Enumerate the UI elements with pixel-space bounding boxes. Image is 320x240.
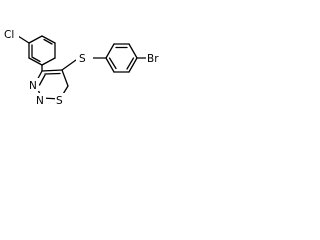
atom-sulfur-ring: S <box>55 93 66 107</box>
bond-c-s-thioether <box>61 59 77 71</box>
atom-chlorine: Cl <box>3 27 19 41</box>
atom-nitrogen-2: N <box>35 93 46 107</box>
atom-nitrogen-1: N <box>28 78 39 92</box>
sulfur-ring-label: S <box>56 95 63 107</box>
molecule-structure: Cl S Br N N S <box>3 27 164 107</box>
sulfur-thioether-label: S <box>79 53 86 65</box>
chlorine-label: Cl <box>4 29 14 41</box>
bromine-label: Br <box>147 53 159 65</box>
atom-sulfur-thioether: S <box>76 51 93 65</box>
bromophenyl-ring <box>105 43 138 73</box>
nitrogen-2-label: N <box>36 95 44 107</box>
nitrogen-1-label: N <box>29 80 37 92</box>
bond-c-cl <box>17 35 30 44</box>
atom-bromine: Br <box>146 51 164 65</box>
chlorophenyl-ring <box>28 35 56 66</box>
